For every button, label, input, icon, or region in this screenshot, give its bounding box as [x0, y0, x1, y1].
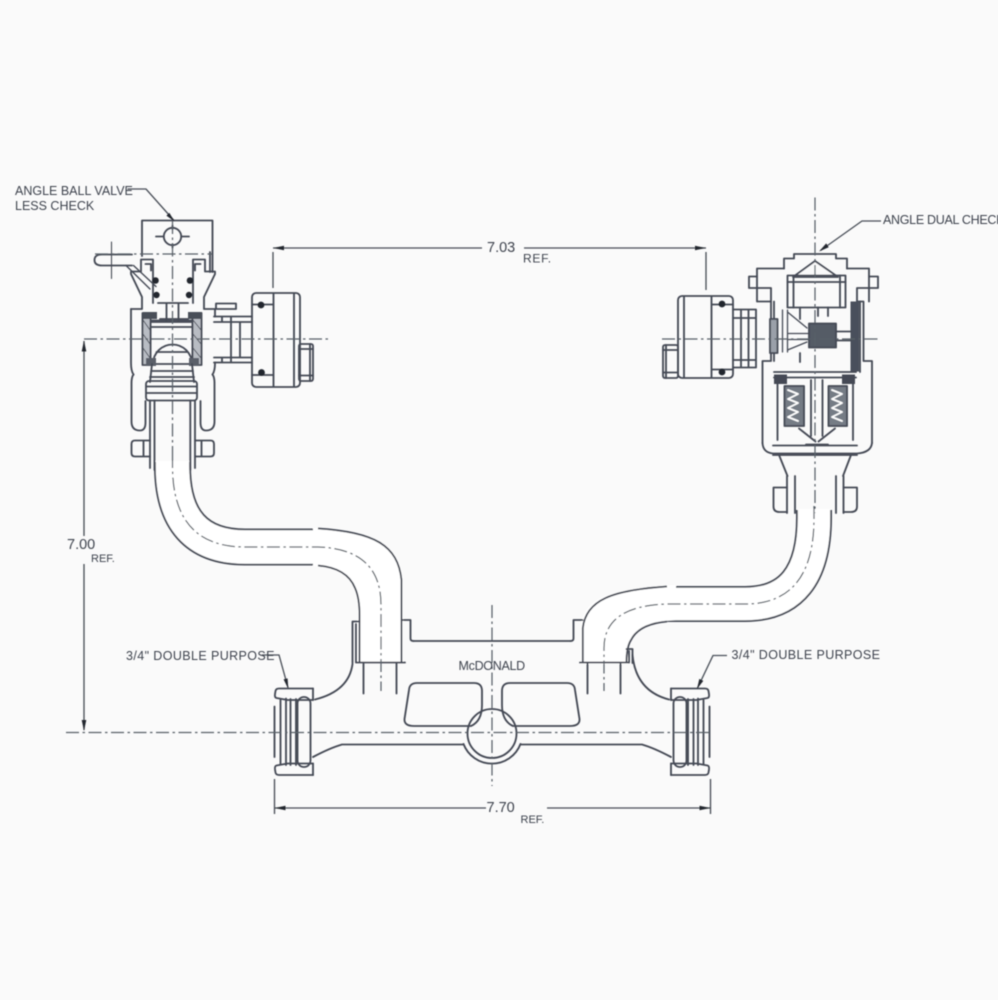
svg-text:LESS CHECK: LESS CHECK	[15, 199, 95, 213]
svg-text:7.03: 7.03	[487, 240, 515, 256]
svg-text:ANGLE DUAL CHECK: ANGLE DUAL CHECK	[883, 213, 998, 227]
svg-text:REF.: REF.	[521, 814, 545, 826]
svg-text:3/4" DOUBLE PURPOSE: 3/4" DOUBLE PURPOSE	[732, 648, 881, 662]
svg-text:ANGLE BALL VALVE: ANGLE BALL VALVE	[15, 184, 133, 198]
svg-text:7.00: 7.00	[67, 537, 95, 553]
svg-text:REF.: REF.	[523, 252, 552, 266]
svg-text:7.70: 7.70	[487, 800, 515, 816]
svg-text:3/4" DOUBLE PURPOSE: 3/4" DOUBLE PURPOSE	[126, 649, 275, 663]
svg-text:REF.: REF.	[91, 553, 115, 565]
svg-text:McDONALD: McDONALD	[459, 659, 526, 673]
